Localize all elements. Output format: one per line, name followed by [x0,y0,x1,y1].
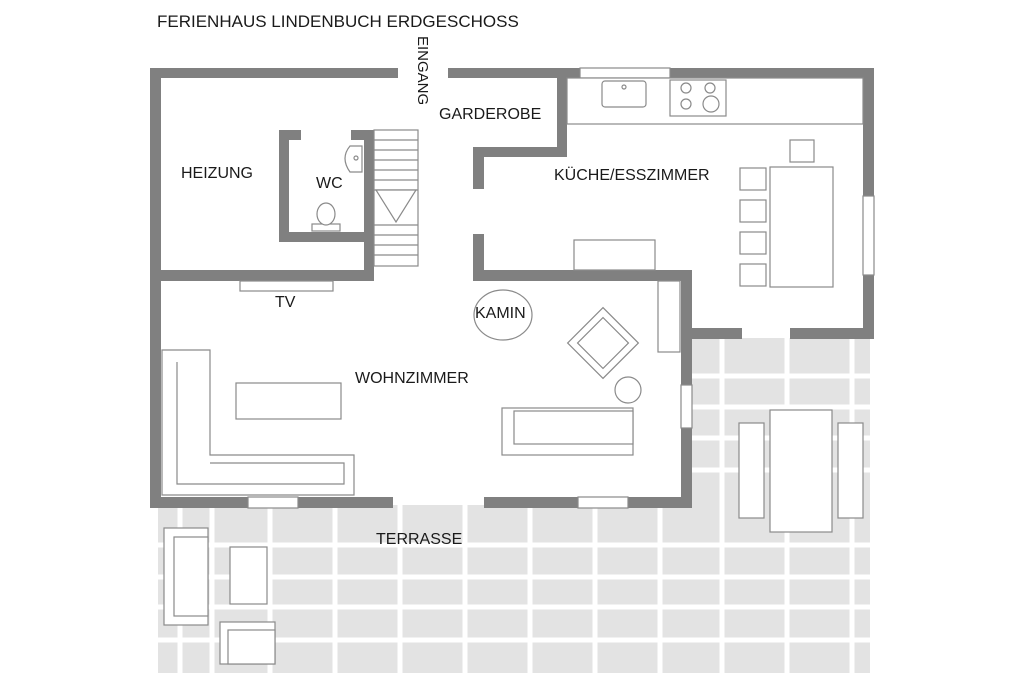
windows [247,67,875,509]
label-wohnzimmer: WOHNZIMMER [355,370,469,387]
label-tv: TV [275,294,296,311]
wc-fixtures [311,145,363,232]
plan-title: FERIENHAUS LINDENBUCH ERDGESCHOSS [157,12,519,31]
label-kamin: KAMIN [475,305,526,322]
label-wc: WC [316,175,343,192]
kitchen-counter [566,77,864,125]
staircase [373,129,419,267]
label-kueche: KÜCHE/ESSZIMMER [554,167,710,184]
living-furniture [161,280,681,496]
tv-unit [239,280,334,292]
label-garderobe: GARDEROBE [439,106,542,123]
label-eingang: EINGANG [414,36,431,106]
label-terrasse: TERRASSE [376,531,463,548]
terrace-furniture [163,409,864,665]
dining-set [573,139,834,288]
label-heizung: HEIZUNG [181,165,253,182]
